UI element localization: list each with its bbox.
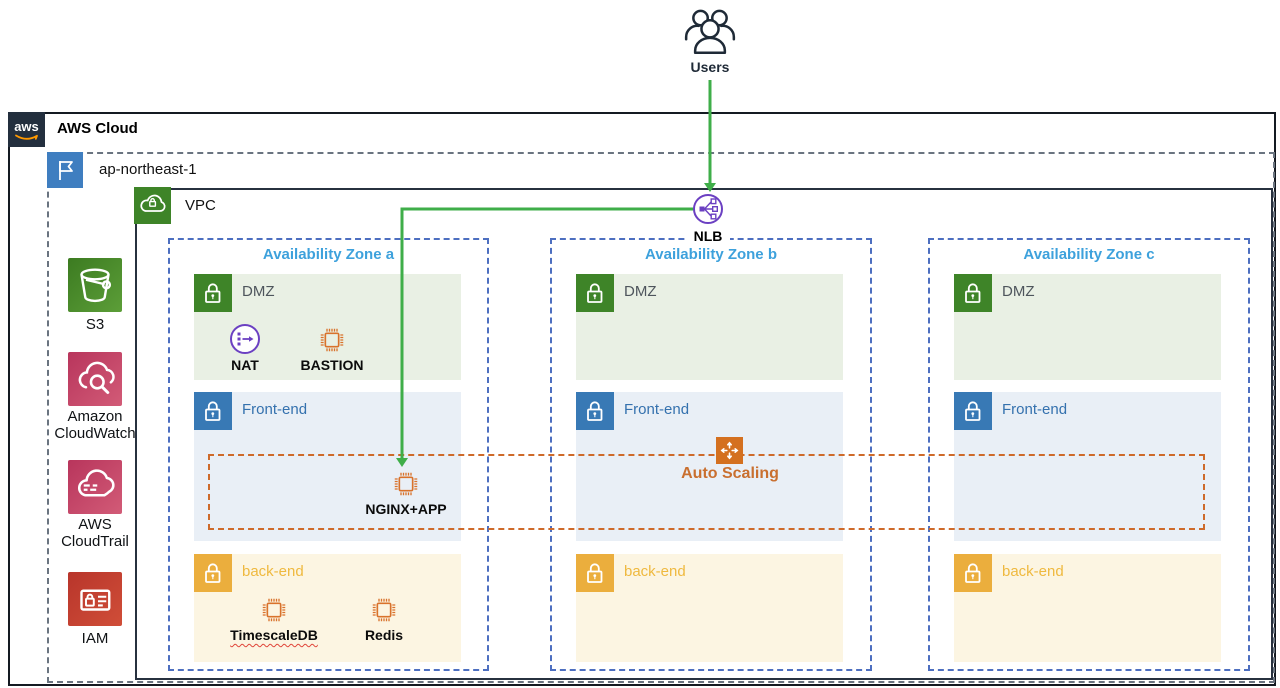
zone-c-backend-subnet: back-end	[954, 554, 1221, 662]
zone-a-backend-subnet: back-end	[194, 554, 461, 662]
iam-label: IAM	[81, 630, 109, 647]
zone-a-dmz-label: DMZ	[242, 283, 275, 300]
bastion-instance-icon	[317, 325, 347, 355]
zone-b-dmz-label: DMZ	[624, 283, 657, 300]
frontend-lock-icon	[954, 392, 992, 430]
nginx-app-label: NGINX+APP	[365, 501, 447, 517]
availability-zone-c: Availability Zone c DMZ Front-end back-e…	[928, 238, 1250, 671]
nlb-icon	[693, 194, 723, 224]
svg-text:aws: aws	[14, 119, 39, 134]
cloudwatch-icon	[68, 352, 122, 406]
bastion-label: BASTION	[300, 357, 364, 373]
zone-a-label: Availability Zone a	[262, 246, 395, 263]
s3-label: S3	[85, 316, 105, 333]
region-box	[47, 152, 1275, 683]
backend-lock-icon	[576, 554, 614, 592]
zone-c-backend-label: back-end	[1002, 563, 1064, 580]
redis-label: Redis	[364, 627, 404, 643]
aws-cloud-box	[8, 112, 1276, 686]
auto-scaling-label: Auto Scaling	[681, 465, 779, 482]
auto-scaling-icon	[716, 437, 743, 464]
zone-c-frontend-subnet: Front-end	[954, 392, 1221, 541]
s3-bucket-icon	[68, 258, 122, 312]
zone-b-backend-label: back-end	[624, 563, 686, 580]
backend-lock-icon	[954, 554, 992, 592]
zone-c-dmz-subnet: DMZ	[954, 274, 1221, 380]
cloudwatch-label: Amazon CloudWatch	[54, 408, 136, 442]
iam-icon	[68, 572, 122, 626]
region-flag-icon	[47, 152, 83, 188]
aws-logo: aws	[8, 112, 45, 147]
zone-b-frontend-label: Front-end	[624, 401, 690, 418]
auto-scaling-group-box	[208, 454, 1205, 530]
cloudtrail-icon	[68, 460, 122, 514]
zone-b-backend-subnet: back-end	[576, 554, 843, 662]
zone-b-dmz-subnet: DMZ	[576, 274, 843, 380]
vpc-label: VPC	[185, 197, 216, 214]
backend-lock-icon	[194, 554, 232, 592]
zone-c-label: Availability Zone c	[1023, 246, 1155, 263]
timescaledb-instance-icon	[259, 595, 289, 625]
nat-gateway-icon	[230, 324, 260, 354]
zone-a-backend-label: back-end	[242, 563, 304, 580]
nat-label: NAT	[231, 357, 259, 373]
nginx-app-instance-icon	[391, 469, 421, 499]
nlb-label: NLB	[686, 228, 730, 244]
aws-cloud-label: AWS Cloud	[57, 120, 138, 137]
zone-a-frontend-label: Front-end	[242, 401, 308, 418]
frontend-lock-icon	[194, 392, 232, 430]
vpc-icon	[134, 187, 171, 224]
dmz-lock-icon	[194, 274, 232, 312]
timescaledb-label: TimescaleDB	[230, 627, 318, 643]
frontend-lock-icon	[576, 392, 614, 430]
cloudtrail-label: AWS CloudTrail	[61, 516, 129, 550]
users-icon	[684, 9, 736, 54]
zone-c-dmz-label: DMZ	[1002, 283, 1035, 300]
redis-instance-icon	[369, 595, 399, 625]
dmz-lock-icon	[954, 274, 992, 312]
dmz-lock-icon	[576, 274, 614, 312]
region-label: ap-northeast-1	[99, 161, 197, 178]
users-label: Users	[690, 59, 730, 75]
zone-b-label: Availability Zone b	[645, 246, 777, 263]
zone-c-frontend-label: Front-end	[1002, 401, 1068, 418]
